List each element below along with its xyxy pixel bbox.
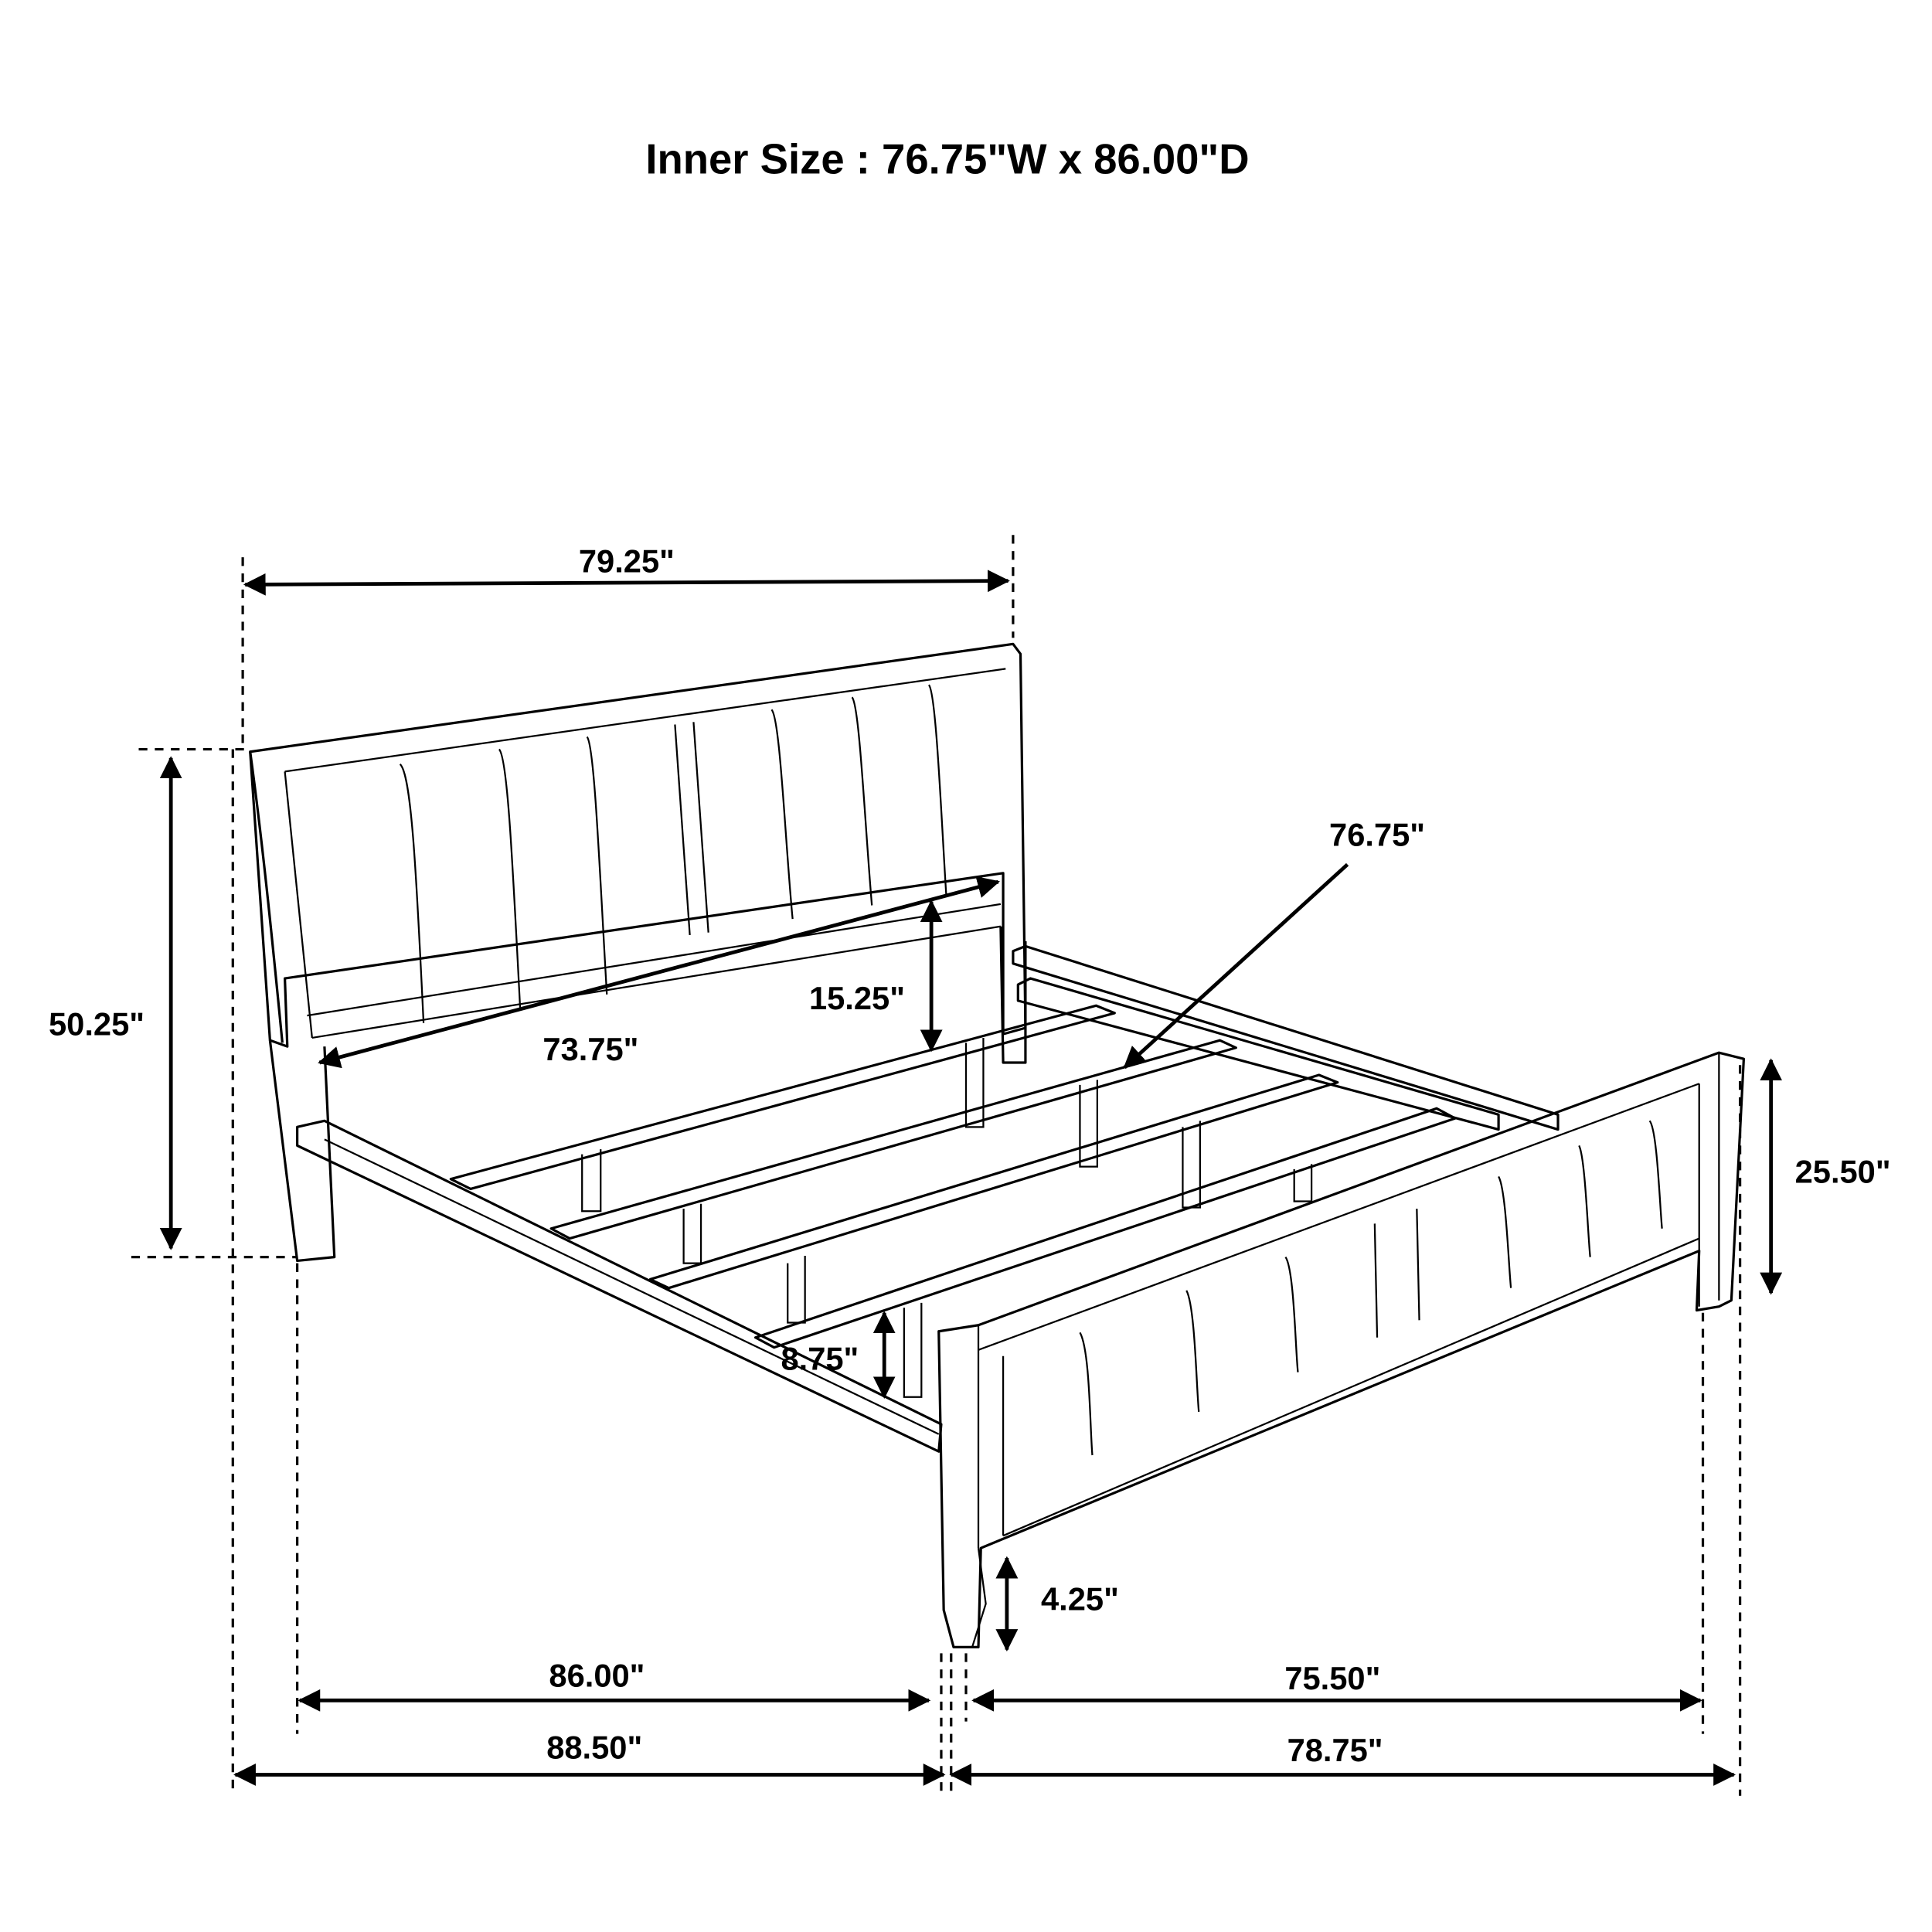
label-footboard-height: 25.50" [1795, 1153, 1891, 1189]
label-headboard-width: 79.25" [579, 543, 675, 579]
extension-lines [131, 535, 1742, 1796]
label-rail-height: 8.75" [781, 1340, 859, 1376]
dimension-labels: 79.25" 50.25" 73.75" 15.25" 76.75" 25.50… [49, 543, 1891, 1767]
inner-size-title: Inner Size : 76.75"W x 86.00"D [645, 135, 1249, 182]
label-inner-length: 86.00" [549, 1658, 645, 1694]
label-overall-length: 88.50" [546, 1730, 642, 1766]
label-headboard-height: 50.25" [49, 1006, 145, 1043]
bed-frame-rails [296, 944, 1560, 1453]
label-headboard-inner-width: 73.75" [543, 1031, 638, 1067]
headboard [249, 642, 1027, 1263]
label-headboard-clearance: 15.25" [809, 980, 905, 1016]
label-footboard-width: 78.75" [1287, 1732, 1383, 1768]
label-leg-height: 4.25" [1041, 1580, 1119, 1617]
label-inner-width: 76.75" [1329, 817, 1425, 853]
dimension-arrows [159, 570, 1783, 1786]
label-footboard-inner-width: 75.50" [1284, 1660, 1380, 1696]
footboard [937, 1051, 1746, 1649]
